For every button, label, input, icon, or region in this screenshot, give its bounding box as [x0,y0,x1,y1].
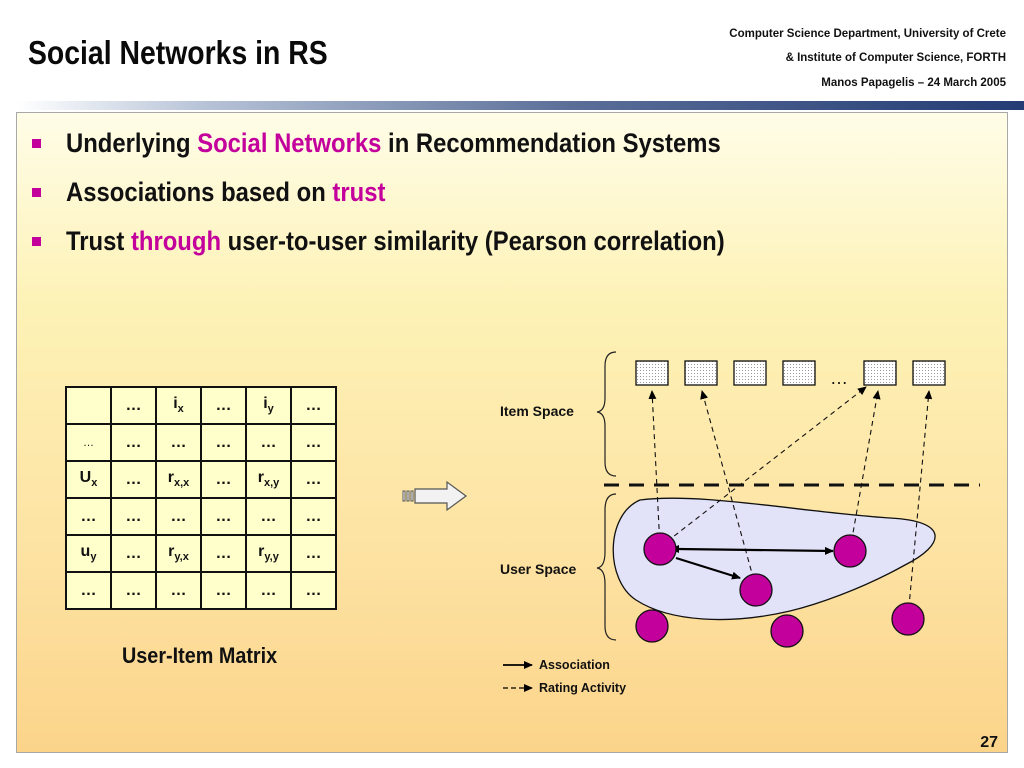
matrix-cell: … [245,423,292,462]
item-box [635,360,669,386]
matrix-cell: rx,y [245,460,292,499]
matrix-row: uy…ry,x…ry,y… [65,534,337,573]
user-space-brace [596,493,617,641]
user-node [739,573,773,607]
matrix-cell: … [290,460,337,499]
legend-rating-label: Rating Activity [539,681,627,695]
matrix-cell: … [200,423,247,462]
matrix-row: …ix…iy… [65,386,337,425]
bullet-square-icon [32,188,41,197]
matrix-cell: … [290,534,337,573]
matrix-label: User-Item Matrix [122,643,278,668]
bullet-square-icon [32,237,41,246]
matrix-cell: … [200,386,247,425]
item-box [684,360,718,386]
matrix-cell: ix [155,386,202,425]
transition-arrow-icon [402,480,468,512]
matrix-cell: … [155,497,202,536]
matrix-cell: … [200,460,247,499]
matrix-cell: … [290,571,337,610]
user-node [770,614,804,648]
affiliation-line-1: Computer Science Department, University … [729,28,1006,40]
bullet-item: Trust through user-to-user similarity (P… [30,226,798,275]
rating-arrow [700,390,757,589]
bullet-text: Trust [66,226,131,256]
title-divider-bar [18,101,1024,110]
matrix-cell: … [200,571,247,610]
bullet-item: Associations based on trust [30,177,798,226]
matrix-cell: … [200,497,247,536]
bullet-highlight: Social Networks [197,128,382,158]
matrix-row: Ux…rx,x…rx,y… [65,460,337,499]
author-date: Manos Papagelis – 24 March 2005 [821,77,1006,89]
matrix-cell: … [110,497,157,536]
matrix-cell: … [110,534,157,573]
slide-title: Social Networks in RS [28,34,328,71]
bullet-highlight: trust [332,177,386,207]
bullet-square-icon [32,139,41,148]
association-arrow [670,545,834,555]
matrix-cell: … [155,571,202,610]
rating-arrow [907,390,933,618]
matrix-cell: rx,x [155,460,202,499]
bullet-text: Underlying [66,128,198,158]
matrix-cell: Ux [65,460,112,499]
matrix-cell: … [245,571,292,610]
matrix-cell: … [110,423,157,462]
matrix-cell [65,386,112,425]
matrix-cell: … [110,386,157,425]
matrix-cell: … [245,497,292,536]
matrix-cell: … [155,423,202,462]
user-space-label: User Space [500,561,577,577]
matrix-cell: ry,y [245,534,292,573]
user-node [891,602,925,636]
matrix-cell: uy [65,534,112,573]
matrix-cell: … [65,497,112,536]
bullet-text: Associations based on [66,177,333,207]
page-number: 27 [980,734,998,751]
matrix-cell: … [290,386,337,425]
item-space-brace [596,351,617,477]
item-box [912,360,946,386]
matrix-row: ……………… [65,423,337,462]
matrix-cell: … [290,423,337,462]
items-ellipsis: … [830,368,848,388]
item-box [733,360,767,386]
item-box [863,360,897,386]
bullet-item: Underlying Social Networks in Recommenda… [30,128,798,177]
affiliation-line-2: & Institute of Computer Science, FORTH [785,52,1006,64]
social-network-cloud [612,497,936,621]
user-node [833,534,867,568]
matrix-row: ……………… [65,497,337,536]
bullet-text: in Recommendation Systems [381,128,721,158]
rating-arrow [659,386,867,548]
matrix-cell: … [65,571,112,610]
matrix-cell: … [110,460,157,499]
matrix-cell: … [290,497,337,536]
association-arrow [675,556,741,580]
bullet-text: user-to-user similarity (Pearson correla… [221,226,725,256]
matrix-cell: … [65,423,112,462]
user-node [643,532,677,566]
rating-arrow [648,390,661,548]
item-space-label: Item Space [500,403,574,419]
matrix-cell: … [200,534,247,573]
matrix-row: ……………… [65,571,337,610]
item-box [782,360,816,386]
legend-association-label: Association [539,658,610,672]
user-node [635,609,669,643]
bullet-list: Underlying Social Networks in Recommenda… [30,128,798,275]
matrix-cell: … [110,571,157,610]
matrix-cell: ry,x [155,534,202,573]
matrix-cell: iy [245,386,292,425]
user-item-matrix: …ix…iy…………………Ux…rx,x…rx,y…………………uy…ry,x…… [65,386,337,610]
bullet-highlight: through [130,226,222,256]
